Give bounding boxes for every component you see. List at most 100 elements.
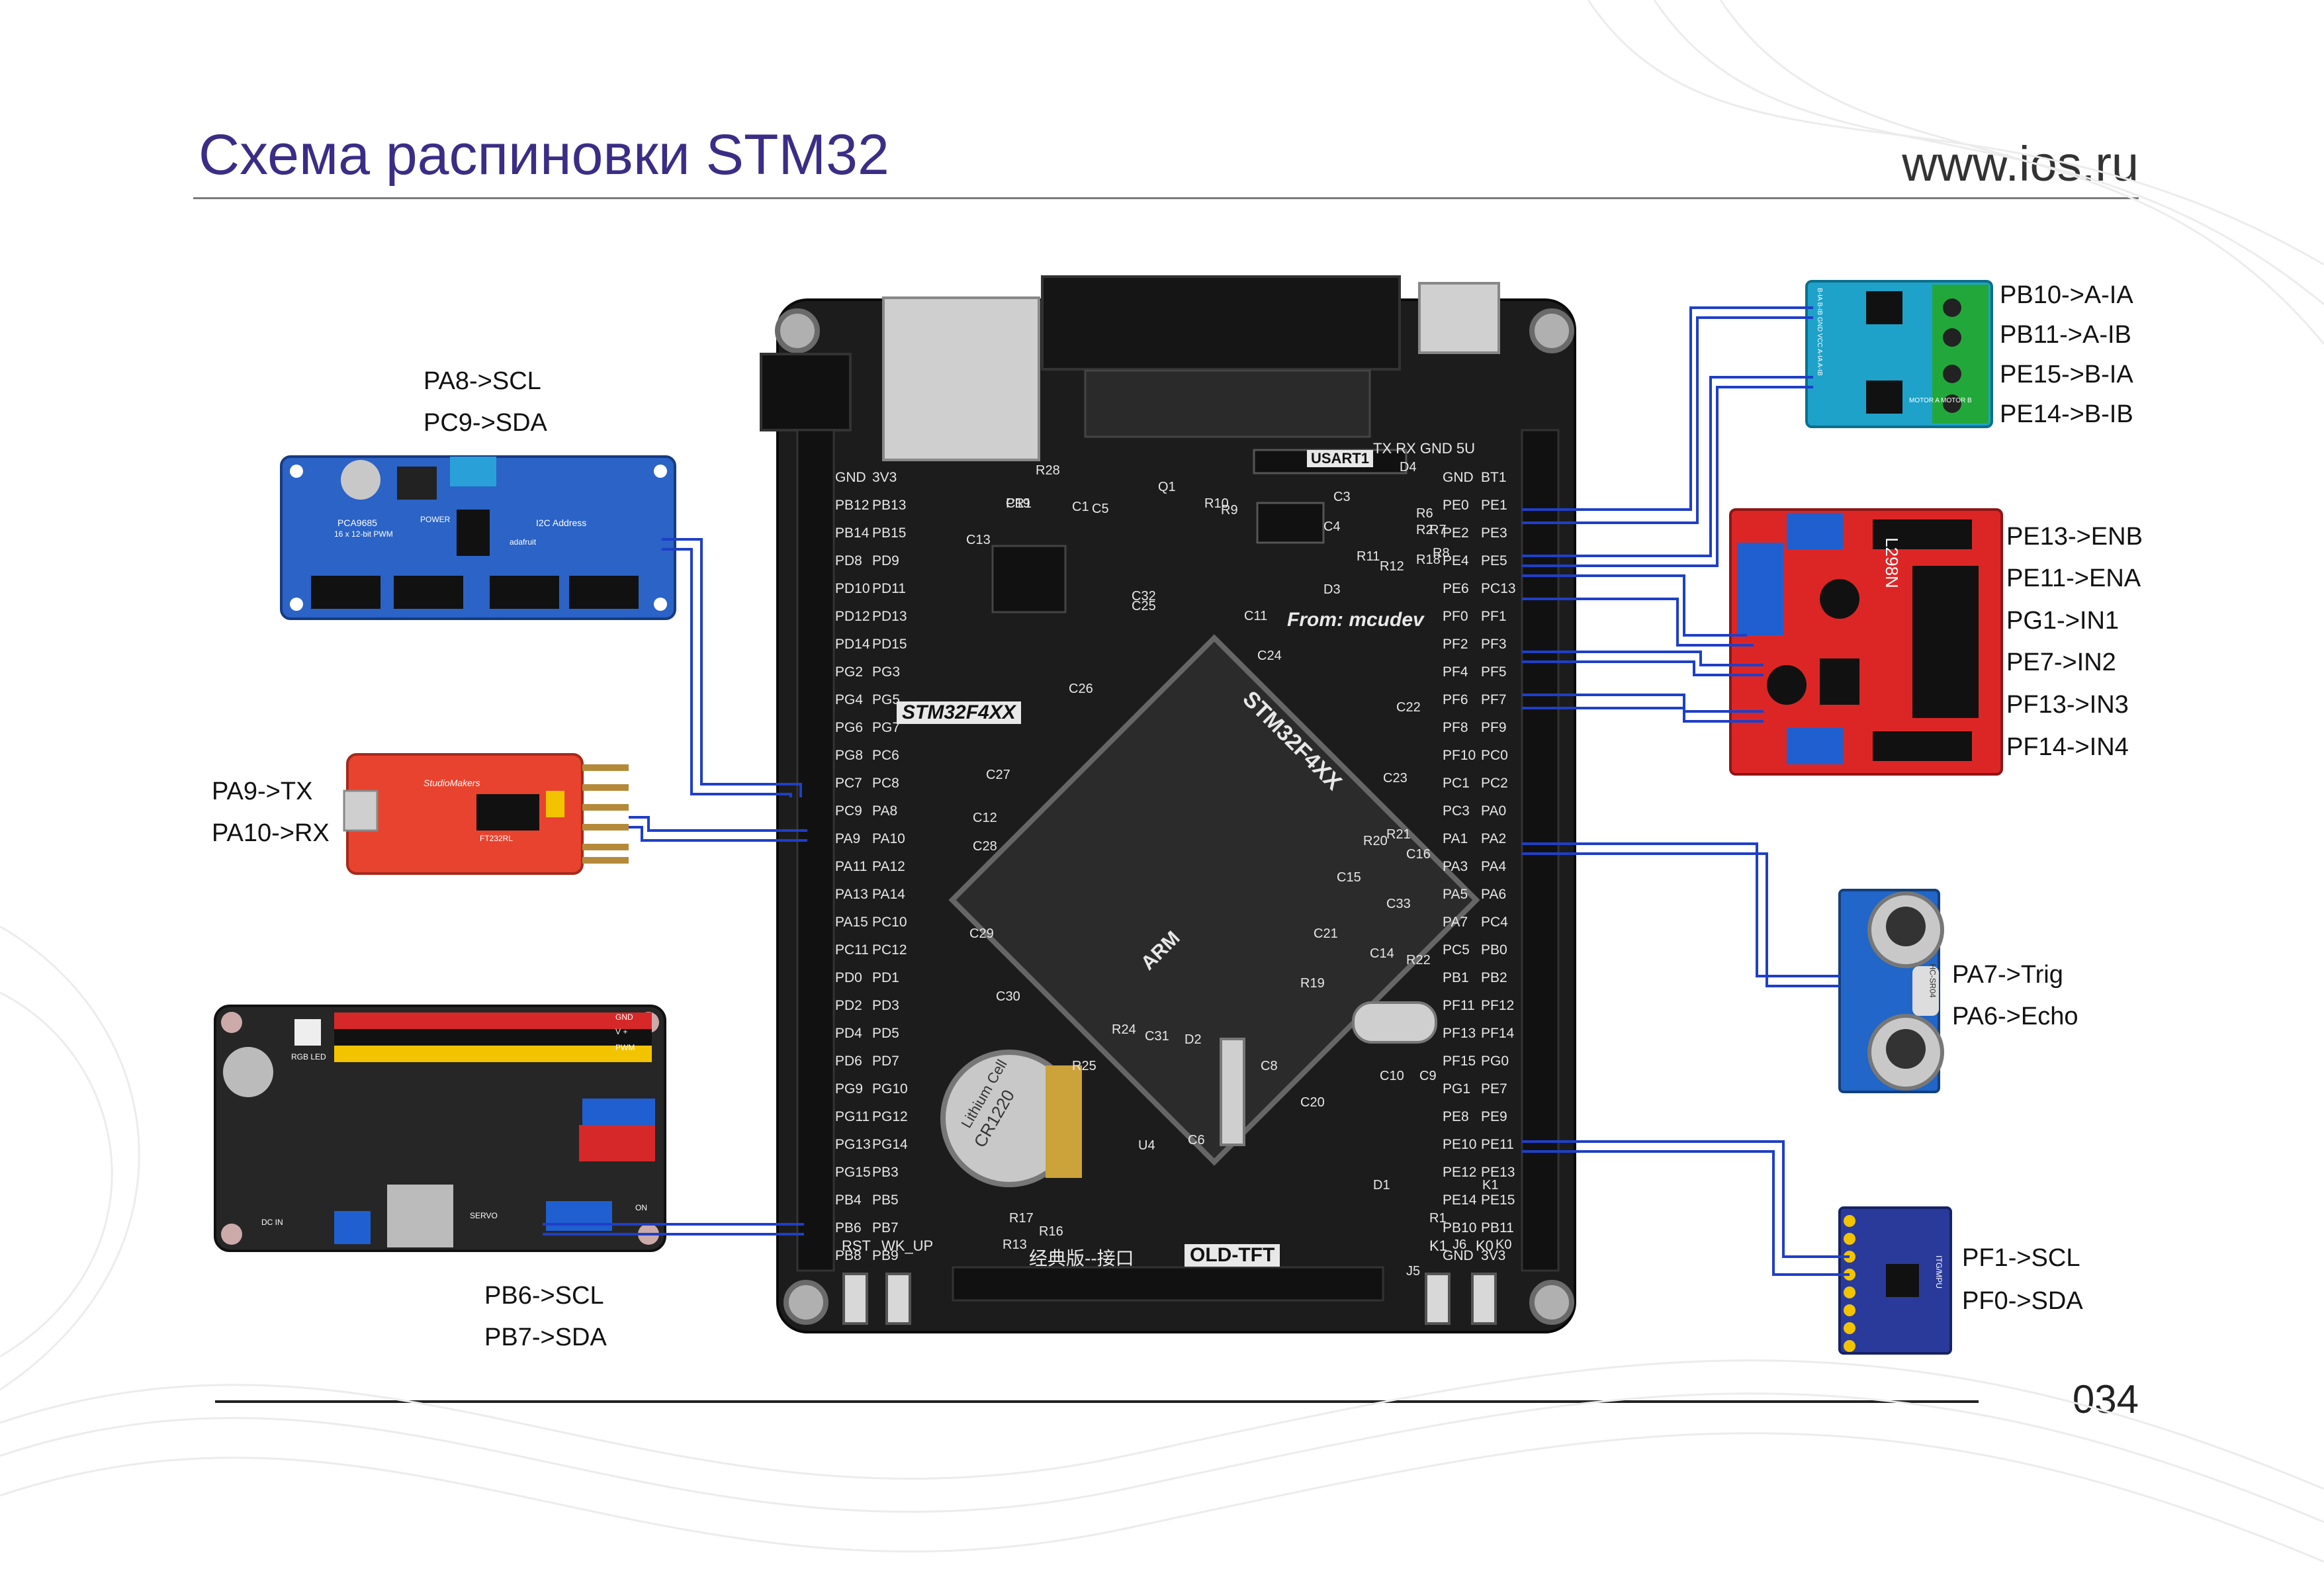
left-pin-5-1: PD13 [872,609,907,624]
right-pin-18-1: PB2 [1481,970,1507,985]
k0-label: K0 [1476,1238,1494,1254]
right-pin-1-0: PE0 [1443,498,1469,513]
component-c3: C3 [1333,490,1351,504]
component-u4: U4 [1138,1138,1155,1153]
right-pin-10-0: PF10 [1443,748,1476,763]
right-pin-21-0: PF15 [1443,1054,1476,1069]
left-pin-19-1: PD3 [872,998,899,1013]
pca-silk-sub: 16 x 12-bit PWM [334,529,393,539]
component-d4: D4 [1400,460,1417,474]
hb-label-bib: PE14->B-IB [2000,400,2133,428]
left-pin-26-1: PB5 [872,1192,899,1208]
right-pin-24-1: PE11 [1481,1137,1514,1152]
right-pin-24-0: PE10 [1443,1137,1477,1152]
right-pin-27-0: PB10 [1443,1220,1477,1236]
servo-silk-servo: SERVO [470,1211,498,1220]
hb-silk-motor: MOTOR A MOTOR B [1909,397,1972,404]
right-pin-6-1: PF3 [1481,637,1507,652]
component-c13: C13 [966,533,991,547]
right-pin-25-0: PE12 [1443,1165,1477,1180]
right-pin-16-0: PA7 [1443,915,1468,930]
component-r24: R24 [1112,1022,1136,1037]
left-pin-20-0: PD4 [835,1026,862,1041]
component-c1: C1 [1072,500,1089,514]
right-pin-13-0: PA1 [1443,831,1468,846]
mpu-label-sda: PF0->SDA [1962,1287,2083,1315]
left-pin-13-0: PA9 [835,831,861,846]
component-c25: C25 [1132,599,1156,613]
crystal [1352,1001,1437,1044]
right-pin-26-1: PE15 [1481,1192,1515,1208]
left-pin-1-1: PB13 [872,498,907,513]
right-pin-9-1: PF9 [1481,720,1507,735]
hcsr04-module [1838,889,1944,1093]
ftdi-silk-brand: StudioMakers [424,778,480,788]
left-pin-17-0: PC11 [835,942,869,958]
pca-silk-title: PCA9685 [337,518,377,528]
component-c4: C4 [1323,519,1341,534]
left-pin-21-1: PD7 [872,1054,899,1069]
right-pin-3-1: PE5 [1481,553,1507,568]
right-pin-9-0: PF8 [1443,720,1468,735]
component-c23: C23 [1383,771,1408,786]
right-pin-27-1: PB11 [1481,1220,1514,1236]
chip-label: STM32F4XX [897,701,1021,724]
servo-silk-on: ON [635,1203,647,1212]
mpu-label-scl: PF1->SCL [1962,1244,2080,1272]
left-pin-27-1: PB7 [872,1220,899,1236]
left-pin-22-0: PG9 [835,1081,864,1097]
component-c5: C5 [1092,502,1109,516]
left-pin-10-0: PG8 [835,748,864,763]
left-pin-13-1: PA10 [872,831,905,846]
mcu-chip [948,634,1480,1166]
right-pin-2-0: PE2 [1443,525,1469,541]
right-pin-23-0: PE8 [1443,1109,1469,1124]
pca-label-sda: PC9->SDA [424,409,547,437]
left-pin-4-0: PD10 [835,581,870,596]
component-r16: R16 [1039,1224,1063,1239]
servo-silk-pwm: PWM [615,1043,635,1052]
interface-label: 经典版--接口 [1029,1248,1134,1269]
jtag-connector [1041,275,1401,371]
left-pin-15-0: PA13 [835,887,868,902]
left-pin-11-0: PC7 [835,776,862,791]
left-pin-27-0: PB6 [835,1220,862,1236]
right-pin-0-0: GND [1443,470,1474,485]
component-r6: R6 [1416,506,1433,521]
component-c9: C9 [1419,1069,1437,1083]
component-j5: J5 [1406,1264,1421,1279]
mpu6050-module [1838,1206,1952,1355]
mpu-silk-brand: ITG/MPU [1934,1255,1944,1288]
left-pin-28-1: PB9 [872,1248,899,1263]
component-d2: D2 [1184,1032,1202,1047]
left-pin-17-1: PC12 [872,942,907,958]
hbridge-module [1805,280,1993,428]
component-c31: C31 [1145,1029,1169,1044]
left-pin-23-0: PG11 [835,1109,870,1124]
component-r19: R19 [1300,976,1325,991]
component-r25: R25 [1072,1059,1096,1073]
right-pin-3-0: PE4 [1443,553,1469,568]
component-c16: C16 [1406,847,1431,862]
tft-label: OLD-TFT [1184,1244,1280,1267]
left-pin-14-0: PA11 [835,859,868,874]
right-pin-6-0: PF2 [1443,637,1468,652]
component-c20: C20 [1300,1095,1325,1110]
left-pin-18-1: PD1 [872,970,899,985]
component-r9: R9 [1221,503,1238,518]
right-pin-15-1: PA6 [1481,887,1507,902]
left-pin-6-0: PD14 [835,637,870,652]
right-pin-12-0: PC3 [1443,803,1470,819]
component-c8: C8 [1261,1059,1278,1073]
right-pin-8-0: PF6 [1443,692,1468,707]
component-c30: C30 [996,989,1020,1004]
right-pin-8-1: PF7 [1481,692,1507,707]
wkup-label: WK_UP [881,1238,934,1254]
right-pin-2-1: PE3 [1481,525,1507,541]
component-k0: K0 [1496,1238,1512,1252]
component-c11: C11 [1244,609,1268,623]
left-pin-9-0: PG6 [835,720,864,735]
right-pin-22-1: PE7 [1481,1081,1507,1097]
